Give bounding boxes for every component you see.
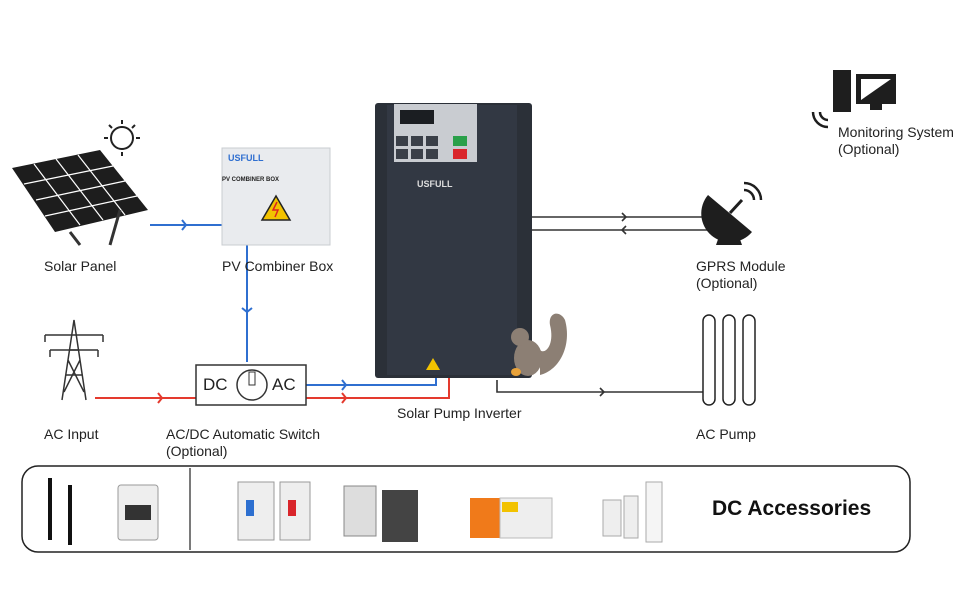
monitoring-label-line2: (Optional) bbox=[838, 141, 900, 157]
mccb-icon bbox=[343, 485, 418, 542]
solar-pump-inverter-icon bbox=[375, 103, 532, 378]
signal-lines bbox=[496, 212, 712, 397]
gprs-label-line2: (Optional) bbox=[696, 275, 758, 291]
pv-combiner-box-icon bbox=[221, 147, 331, 246]
transmission-tower-icon bbox=[44, 319, 104, 401]
inverter-label: Solar Pump Inverter bbox=[397, 405, 522, 421]
switch-label-line1: AC/DC Automatic Switch bbox=[166, 426, 321, 442]
ac-pump-icon bbox=[702, 314, 756, 406]
gprs-label: GPRS Module (Optional) bbox=[696, 258, 785, 292]
inverter-brand: USFULL bbox=[417, 179, 453, 189]
switch-dc-label: DC bbox=[203, 375, 228, 394]
gprs-dish-icon bbox=[701, 181, 763, 245]
monitoring-computer-icon bbox=[811, 70, 896, 129]
monitoring-label: Monitoring System (Optional) bbox=[838, 124, 954, 158]
gprs-label-line1: GPRS Module bbox=[696, 258, 786, 274]
ac-pump-label: AC Pump bbox=[696, 426, 756, 442]
surge-protector-icon bbox=[470, 497, 553, 539]
dc-isolator-icon bbox=[117, 484, 159, 541]
dc-lines bbox=[150, 219, 437, 391]
dc-breaker-icon bbox=[237, 481, 311, 541]
ac-input-label: AC Input bbox=[44, 426, 99, 442]
solar-panel-icon bbox=[12, 120, 148, 246]
solar-panel-label: Solar Panel bbox=[44, 258, 117, 274]
combiner-box-label: PV Combiner Box bbox=[222, 258, 334, 274]
dc-accessories-panel bbox=[21, 465, 911, 553]
switch-label-line2: (Optional) bbox=[166, 443, 228, 459]
switch-ac-label: AC bbox=[272, 375, 296, 394]
dc-accessories-title: DC Accessories bbox=[712, 497, 872, 520]
combiner-brand: USFULL bbox=[228, 153, 264, 163]
mc4-connector-icon bbox=[48, 478, 72, 545]
monitoring-label-line1: Monitoring System bbox=[838, 124, 954, 140]
squirrel-mascot-icon bbox=[511, 313, 568, 376]
ac-dc-switch-icon bbox=[195, 364, 307, 406]
fuse-holder-icon bbox=[602, 481, 663, 543]
switch-label: AC/DC Automatic Switch (Optional) bbox=[166, 426, 320, 460]
ac-lines bbox=[95, 378, 450, 404]
combiner-plate-text: PV COMBINER BOX bbox=[222, 177, 280, 183]
